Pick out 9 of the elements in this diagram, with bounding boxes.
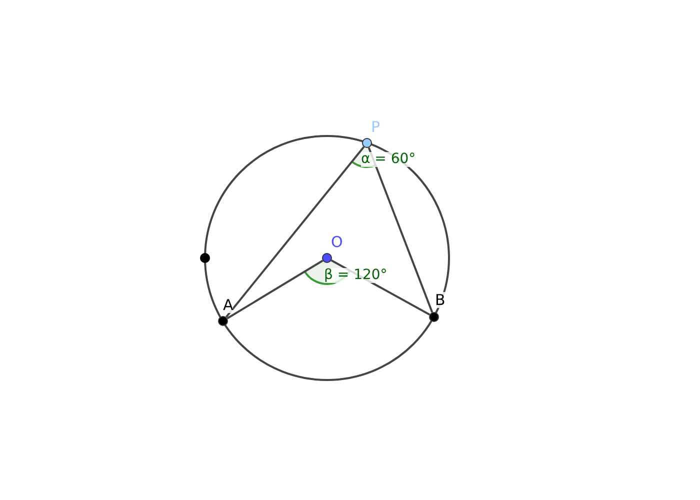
point-label: P	[371, 119, 380, 135]
angle-label: α = 60°	[361, 152, 416, 167]
line-segment	[226, 260, 324, 320]
angle-label: β = 120°	[324, 268, 388, 283]
line-segment	[225, 146, 365, 318]
point-label: A	[223, 297, 234, 313]
point-label: O	[331, 234, 343, 250]
line-segment	[368, 147, 434, 313]
point-label: B	[435, 292, 446, 308]
